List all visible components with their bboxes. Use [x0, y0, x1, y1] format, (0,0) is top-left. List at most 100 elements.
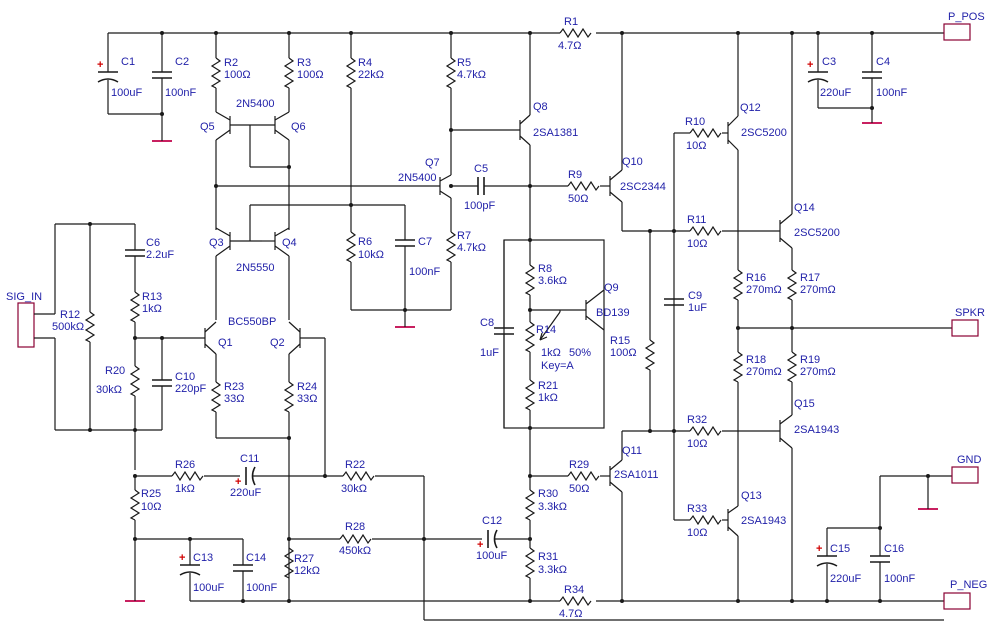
r13-val: 1kΩ	[142, 303, 162, 315]
c16-val: 100nF	[884, 573, 915, 585]
resistor-r21: R21 1kΩ	[524, 379, 558, 428]
junction-dots	[88, 31, 930, 603]
r26-ref: R26	[175, 459, 195, 471]
r29-ref: R29	[569, 459, 589, 471]
q1q2-part: BC550BP	[228, 316, 276, 328]
c1-ref: C1	[121, 56, 135, 68]
resistor-r8: R8 3.6kΩ	[524, 240, 567, 322]
resistor-r28: R28 450kΩ	[339, 521, 482, 557]
r22-val: 30kΩ	[341, 483, 367, 495]
r1-ref: R1	[564, 16, 578, 28]
c9-ref: C9	[688, 290, 702, 302]
q5-ref: Q5	[200, 121, 215, 133]
resistor-r31: R31 3.3kΩ	[524, 547, 567, 601]
capacitor-c9: C9 1uF	[664, 290, 707, 314]
r15-ref: R15	[610, 335, 630, 347]
r27-val: 12kΩ	[294, 565, 320, 577]
r4-ref: R4	[358, 57, 372, 69]
potentiometer-r14[interactable]: R14 1kΩ 50% Key=A	[524, 311, 591, 380]
r31-ref: R31	[538, 551, 558, 563]
capacitor-c13: + C13 100uF	[179, 539, 224, 601]
c7-val: 100nF	[409, 266, 440, 278]
c13-val: 100uF	[193, 582, 224, 594]
port-sig-in[interactable]: SIG_IN	[6, 291, 42, 348]
c9-val: 1uF	[688, 302, 707, 314]
c8-ref: C8	[480, 317, 494, 329]
r8-ref: R8	[538, 263, 552, 275]
capacitor-c11: + C11 220uF	[230, 453, 343, 499]
r30-val: 3.3kΩ	[538, 501, 567, 513]
c4-ref: C4	[876, 56, 890, 68]
r10-ref: R10	[685, 116, 705, 128]
capacitor-c5: C5 100pF	[451, 163, 530, 212]
c16-ref: C16	[884, 543, 904, 555]
port-p-neg[interactable]: P_NEG	[943, 579, 987, 610]
r1-val: 4.7Ω	[558, 40, 582, 52]
c12-val: 100uF	[476, 550, 507, 562]
port-gnd-label: GND	[957, 454, 982, 466]
capacitor-c2: C2 100nF	[108, 33, 196, 141]
capacitor-c8: C8 1uF	[480, 240, 514, 428]
r11-val: 10Ω	[687, 238, 707, 250]
r23-ref: R23	[224, 381, 244, 393]
q7-part: 2N5400	[398, 172, 437, 184]
resistor-r3: R3 100Ω	[283, 33, 324, 112]
q12-ref: Q12	[740, 102, 761, 114]
r24-ref: R24	[297, 381, 317, 393]
q15-part: 2SA1943	[794, 424, 839, 436]
r31-val: 3.3kΩ	[538, 564, 567, 576]
r25-ref: R25	[141, 488, 161, 500]
resistor-r16: R16 270mΩ	[732, 269, 782, 352]
r23-val: 33Ω	[224, 393, 244, 405]
r25-val: 10Ω	[141, 501, 161, 513]
transistor-q13: Q13 2SA1943	[727, 490, 786, 601]
c12-ref: C12	[482, 515, 502, 527]
c1-val: 100uF	[111, 87, 142, 99]
capacitor-c6: C6 2.2uF	[125, 224, 174, 292]
q13-ref: Q13	[741, 490, 762, 502]
svg-text:+: +	[816, 543, 822, 555]
q3q4-part: 2N5550	[236, 262, 275, 274]
resistor-r30: R30 3.3kΩ	[524, 476, 567, 548]
r22-ref: R22	[345, 459, 365, 471]
q8-ref: Q8	[533, 101, 548, 113]
transistor-q10: Q10 2SC2344	[609, 33, 666, 231]
r11-ref: R11	[687, 214, 706, 226]
r18-val: 270mΩ	[746, 366, 782, 378]
resistor-r12: R12 500kΩ	[52, 224, 96, 430]
q14-ref: Q14	[794, 202, 815, 214]
r21-val: 1kΩ	[538, 392, 558, 404]
r30-ref: R30	[538, 488, 558, 500]
r20-val: 30kΩ	[96, 384, 122, 396]
r19-val: 270mΩ	[800, 366, 836, 378]
r32-ref: R32	[687, 414, 707, 426]
q11-part: 2SA1011	[614, 469, 658, 481]
resistor-r23: R23 33Ω	[210, 381, 244, 438]
capacitor-c15: + C15 220uF	[816, 527, 880, 601]
resistor-r11: R11 10Ω	[650, 214, 780, 250]
r33-ref: R33	[687, 503, 707, 515]
c6-ref: C6	[146, 237, 160, 249]
q14-part: 2SC5200	[794, 227, 840, 239]
resistor-r32: R32 10Ω	[650, 414, 780, 450]
svg-text:+: +	[807, 59, 813, 71]
r8-val: 3.6kΩ	[538, 275, 567, 287]
resistor-r4: R4 22kΩ	[345, 33, 384, 232]
r14-val: 1kΩ	[541, 347, 561, 359]
q7-ref: Q7	[425, 157, 440, 169]
capacitor-c12: + C12 100uF	[476, 515, 530, 562]
c11-ref: C11	[240, 453, 259, 465]
transistor-q12: Q12 2SC5200	[727, 33, 787, 270]
port-p-pos[interactable]: P_POS	[943, 11, 985, 41]
resistor-r33: R33 10Ω	[674, 503, 728, 539]
resistor-r7: R7 4.7kΩ	[445, 230, 486, 310]
c4-val: 100nF	[876, 87, 907, 99]
resistor-r20: R20 30kΩ	[96, 338, 141, 470]
port-spkr[interactable]: SPKR	[951, 307, 985, 337]
c10-val: 220pF	[175, 383, 206, 395]
r16-ref: R16	[746, 272, 766, 284]
port-gnd[interactable]: GND	[951, 454, 982, 484]
resistor-r15	[622, 230, 656, 432]
r14-pct: 50%	[569, 347, 591, 359]
q12-part: 2SC5200	[741, 127, 787, 139]
